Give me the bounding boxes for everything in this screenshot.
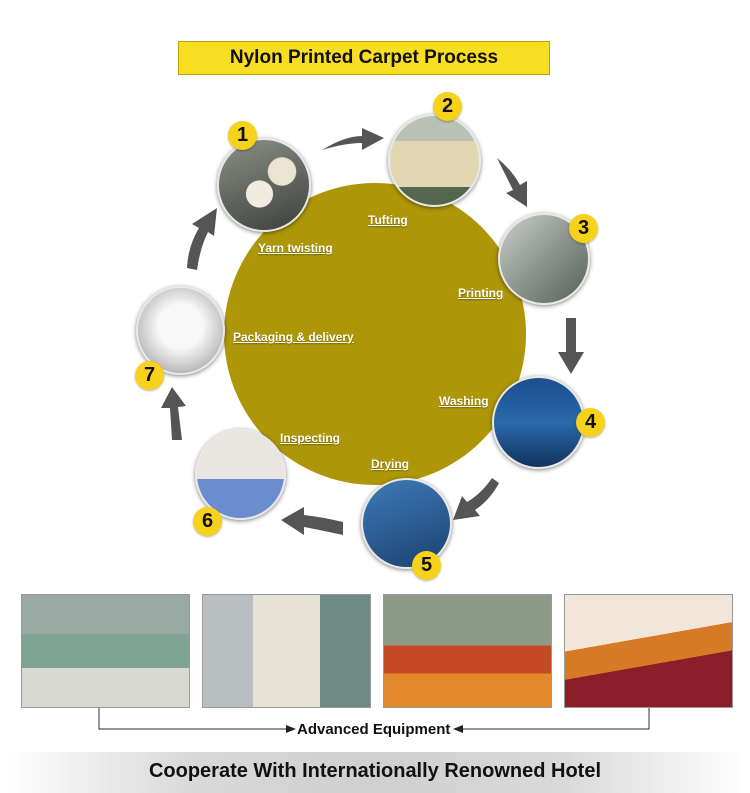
step-badge-4: 4 — [576, 408, 605, 437]
photo-washing — [492, 376, 585, 469]
process-circle — [224, 183, 526, 485]
arrow-5-to-6 — [281, 507, 343, 535]
step-badge-6: 6 — [193, 507, 222, 536]
step-badge-1: 1 — [228, 121, 257, 150]
step-label-yarn-twisting: Yarn twisting — [258, 241, 333, 255]
step-label-packaging-delivery: Packaging & delivery — [233, 330, 354, 344]
equipment-photo-4 — [564, 594, 733, 708]
page-title: Nylon Printed Carpet Process — [178, 41, 550, 75]
photo-packaging-delivery — [136, 286, 225, 375]
arrow-7-to-1 — [187, 208, 217, 270]
photo-tufting — [388, 114, 481, 207]
step-label-drying: Drying — [371, 457, 410, 471]
step-badge-7: 7 — [135, 361, 164, 390]
photo-inspecting — [195, 429, 286, 520]
equipment-photo-1 — [21, 594, 190, 708]
arrow-1-to-2 — [322, 128, 384, 150]
step-badge-2: 2 — [433, 92, 462, 121]
equipment-photo-3 — [383, 594, 552, 708]
step-badge-5: 5 — [412, 551, 441, 580]
step-label-washing: Washing — [439, 394, 489, 408]
equipment-caption: Advanced Equipment — [297, 721, 451, 738]
bottom-banner-text: Cooperate With Internationally Renowned … — [148, 760, 602, 782]
step-label-printing: Printing — [458, 286, 504, 300]
bottom-banner-background — [0, 752, 750, 793]
step-label-tufting: Tufting — [368, 213, 408, 227]
equipment-photo-2 — [202, 594, 371, 708]
arrow-3-to-4 — [558, 318, 584, 374]
photo-yarn-twisting — [217, 138, 311, 232]
arrow-6-to-7 — [161, 387, 186, 440]
step-badge-3: 3 — [569, 214, 598, 243]
arrow-4-to-5 — [453, 478, 499, 520]
equipment-bracket — [98, 708, 650, 730]
step-label-inspecting: Inspecting — [280, 431, 341, 445]
photo-drying — [361, 478, 452, 569]
arrow-2-to-3 — [497, 158, 527, 207]
